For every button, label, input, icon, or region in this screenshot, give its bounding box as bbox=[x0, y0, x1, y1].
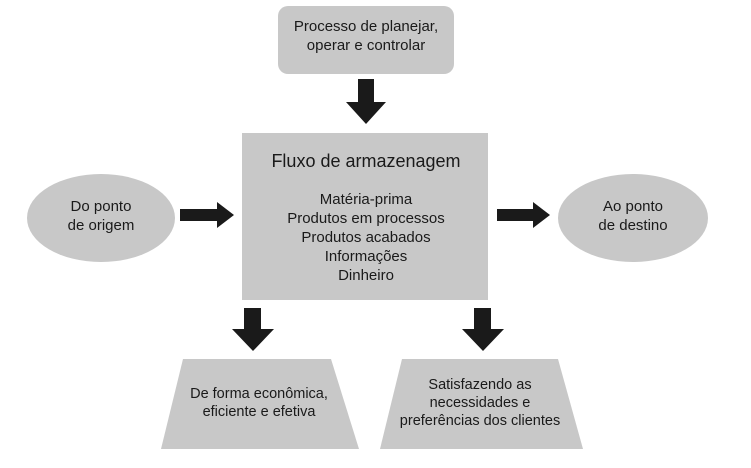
center-flow-title: Fluxo de armazenagem bbox=[271, 151, 461, 171]
destination-line-1: Ao ponto bbox=[602, 198, 664, 215]
origin-ellipse bbox=[27, 174, 175, 262]
flow-item: Matéria-prima bbox=[319, 191, 413, 208]
destination-ellipse bbox=[558, 174, 708, 262]
bottom-left-line-2: eficiente e efetiva bbox=[202, 404, 316, 421]
flow-item: Produtos em processos bbox=[287, 210, 445, 227]
flow-item: Dinheiro bbox=[338, 267, 394, 284]
top-process-label: Processo de planejar, operar e controlar bbox=[278, 18, 454, 56]
arrow-down-right bbox=[462, 308, 504, 351]
origin-line-2: de origem bbox=[67, 216, 135, 234]
arrow-right-left bbox=[180, 202, 234, 228]
bottom-left-label: De forma econômica, eficiente e efetiva bbox=[164, 385, 354, 421]
center-flow-items: Matéria-prima Produtos em processos Prod… bbox=[244, 190, 488, 285]
top-process-box bbox=[278, 6, 454, 74]
top-process-line-1: Processo de planejar, bbox=[293, 18, 439, 35]
origin-line-1: Do ponto bbox=[70, 198, 132, 215]
bottom-right-line-2: necessidades e bbox=[429, 395, 531, 412]
destination-label: Ao ponto de destino bbox=[560, 198, 706, 236]
origin-label: Do ponto de origem bbox=[28, 198, 174, 236]
bottom-right-trapezoid bbox=[380, 359, 583, 449]
arrow-right-right bbox=[497, 202, 550, 228]
flow-item: Informações bbox=[324, 248, 408, 265]
bottom-right-line-3: preferências dos clientes bbox=[399, 413, 561, 430]
flow-item: Produtos acabados bbox=[301, 229, 431, 246]
center-flow-box bbox=[242, 133, 488, 300]
destination-line-2: de destino bbox=[598, 216, 668, 234]
bottom-right-label: Satisfazendo as necessidades e preferênc… bbox=[382, 376, 578, 430]
top-process-line-2: operar e controlar bbox=[306, 36, 426, 54]
bottom-left-trapezoid bbox=[161, 359, 359, 449]
arrow-down-top bbox=[346, 79, 386, 124]
bottom-left-line-1: De forma econômica, bbox=[190, 386, 328, 402]
arrow-down-left bbox=[232, 308, 274, 351]
bottom-right-line-1: Satisfazendo as bbox=[428, 377, 532, 393]
